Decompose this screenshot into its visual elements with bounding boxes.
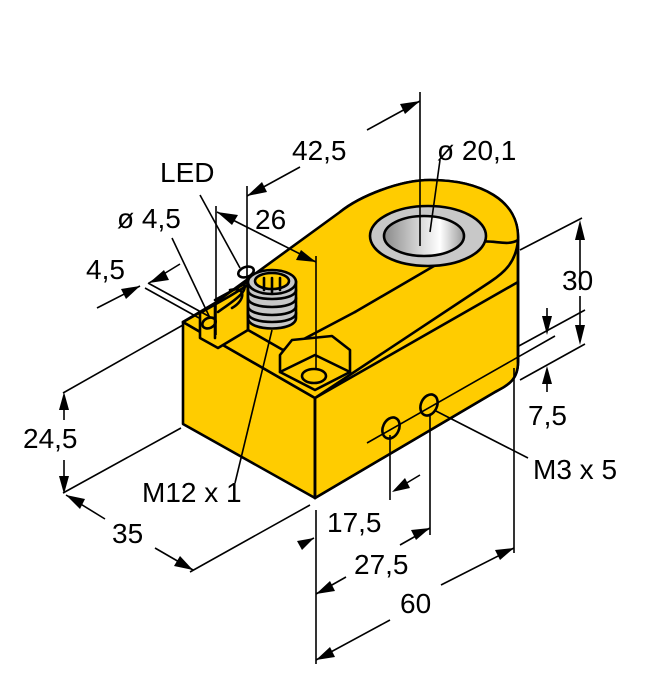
dim-42-5: 42,5 bbox=[292, 135, 347, 166]
label-m12-connector: M12 x 1 bbox=[142, 477, 242, 508]
dim-bore-diameter: ø 20,1 bbox=[437, 135, 516, 166]
dim-30: 30 bbox=[562, 265, 593, 296]
dim-mount-hole-diameter: ø 4,5 bbox=[117, 203, 181, 234]
m12-connector bbox=[246, 268, 298, 330]
dim-24-5: 24,5 bbox=[23, 423, 78, 454]
dim-35: 35 bbox=[112, 518, 143, 549]
dim-27-5: 27,5 bbox=[354, 549, 409, 580]
dim-17-5: 17,5 bbox=[327, 507, 382, 538]
dimension-labels: 42,5 ø 20,1 LED ø 4,5 26 4,5 30 7,5 M3 x… bbox=[23, 135, 617, 619]
dim-60: 60 bbox=[400, 588, 431, 619]
hex-recess bbox=[278, 334, 352, 392]
bore bbox=[368, 204, 488, 268]
m3-holes bbox=[366, 335, 556, 444]
dim-7-5: 7,5 bbox=[528, 400, 567, 431]
dimension-lines bbox=[59, 92, 586, 664]
dim-26: 26 bbox=[255, 204, 286, 235]
mount-hole-front bbox=[300, 367, 328, 385]
label-led: LED bbox=[160, 157, 214, 188]
bore-hole bbox=[382, 214, 466, 258]
label-m3-thread: M3 x 5 bbox=[533, 454, 617, 485]
dim-4-5: 4,5 bbox=[86, 254, 125, 285]
